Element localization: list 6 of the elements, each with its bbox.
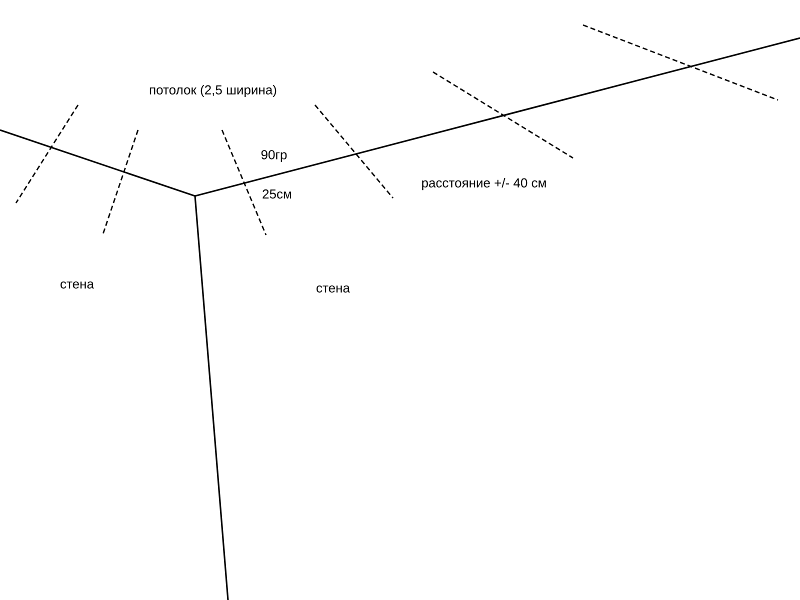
area-label: стена [316, 285, 350, 293]
area-label: потолок (2,5 ширина) [150, 84, 276, 98]
dimension-label: расстояние +/- 40 см [422, 178, 546, 190]
area-label: стена [60, 281, 94, 289]
angle-label: 90гр [261, 150, 287, 162]
dimension-label: 25см [262, 189, 292, 199]
